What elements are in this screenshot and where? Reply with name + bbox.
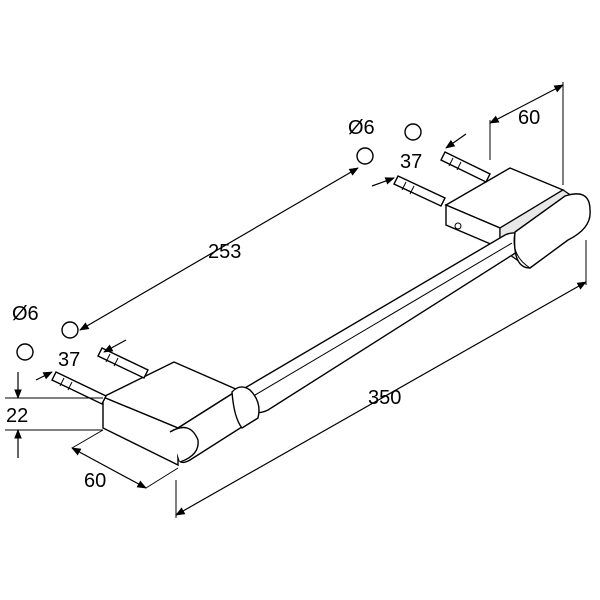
dimension-37-left: 37 [35, 339, 127, 381]
right-hole-lower [356, 147, 374, 165]
dimension-253: 253 [79, 167, 359, 331]
dimension-350: 350 [175, 240, 587, 518]
right-end-cap [513, 193, 591, 269]
hole-diameter-right-label: Ø6 [348, 117, 375, 139]
hole-diameter-left-label: Ø6 [12, 303, 39, 325]
dimension-diameter-right: Ø6 [348, 117, 375, 139]
bracket-height-label: 22 [6, 405, 28, 427]
bracket-width-right-label: 60 [518, 107, 540, 129]
right-bracket-hole [454, 222, 462, 230]
right-hole-upper [404, 123, 422, 141]
dimension-22: 22 [5, 372, 103, 458]
dimension-37-right: 37 [371, 133, 467, 187]
dimension-diameter-left: Ø6 [12, 303, 39, 325]
left-hole-upper [61, 321, 79, 339]
grab-bar-tube [237, 232, 529, 414]
dimension-60-left: 60 [71, 429, 179, 492]
screw-length-right-label: 37 [400, 151, 422, 173]
left-wall-bracket [101, 361, 246, 467]
post-spacing-label: 253 [208, 241, 241, 263]
right-screws [356, 123, 491, 207]
left-hole-lower [16, 343, 34, 361]
screw-length-left-label: 37 [58, 349, 80, 371]
dimension-60-right: 60 [489, 82, 564, 185]
left-screws [16, 321, 149, 405]
bracket-width-left-label: 60 [84, 470, 106, 492]
rail-length-label: 350 [368, 387, 401, 409]
